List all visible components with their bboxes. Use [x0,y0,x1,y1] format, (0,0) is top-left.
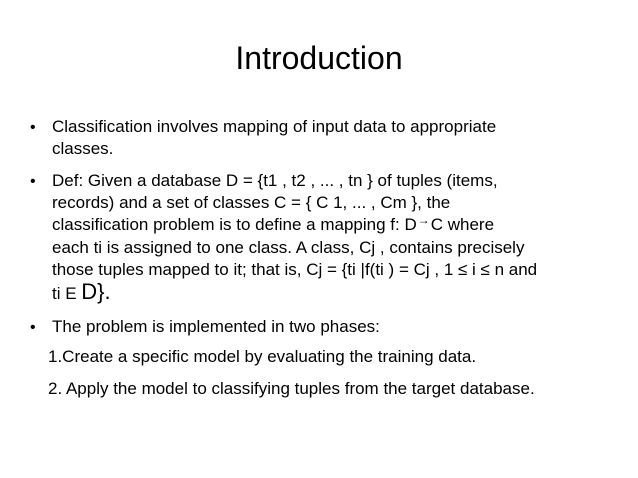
bullet-line: each ti is assigned to one class. A clas… [52,238,525,257]
slide-title: Introduction [235,40,403,76]
bullet-line-part: classification problem is to define a ma… [52,215,417,234]
bullet-marker: • [30,119,36,136]
bullet-text: Def: Given a database D = {t1 , t2 , ...… [52,170,622,305]
bullet-line: classes. [52,139,114,158]
bullet-line: ti E D}. [52,281,622,305]
bullet-line: Def: Given a database D = {t1 , t2 , ...… [52,171,498,190]
bullet-line: records) and a set of classes C = { C 1,… [52,193,451,212]
bullet-text: The problem is implemented in two phases… [52,316,622,338]
bullet-marker: • [30,319,36,336]
bullet-line: those tuples mapped to it; that is, Cj =… [52,260,538,279]
bullet-line-part: D}. [81,279,111,304]
bullet-text: Classification involves mapping of input… [52,116,622,160]
bullet-marker: • [30,173,36,190]
bullet-line: Classification involves mapping of input… [52,117,497,136]
bullet-line-part: ti E [52,284,82,303]
bullet-line: classification problem is to define a ma… [52,213,622,237]
bullet-line: The problem is implemented in two phases… [52,317,380,336]
bullet-line-part: C where [430,215,495,234]
step-2: 2. Apply the model to classifying tuples… [48,379,535,398]
arrow-icon: → [417,213,430,227]
step-1: 1.Create a specific model by evaluating … [48,347,477,366]
